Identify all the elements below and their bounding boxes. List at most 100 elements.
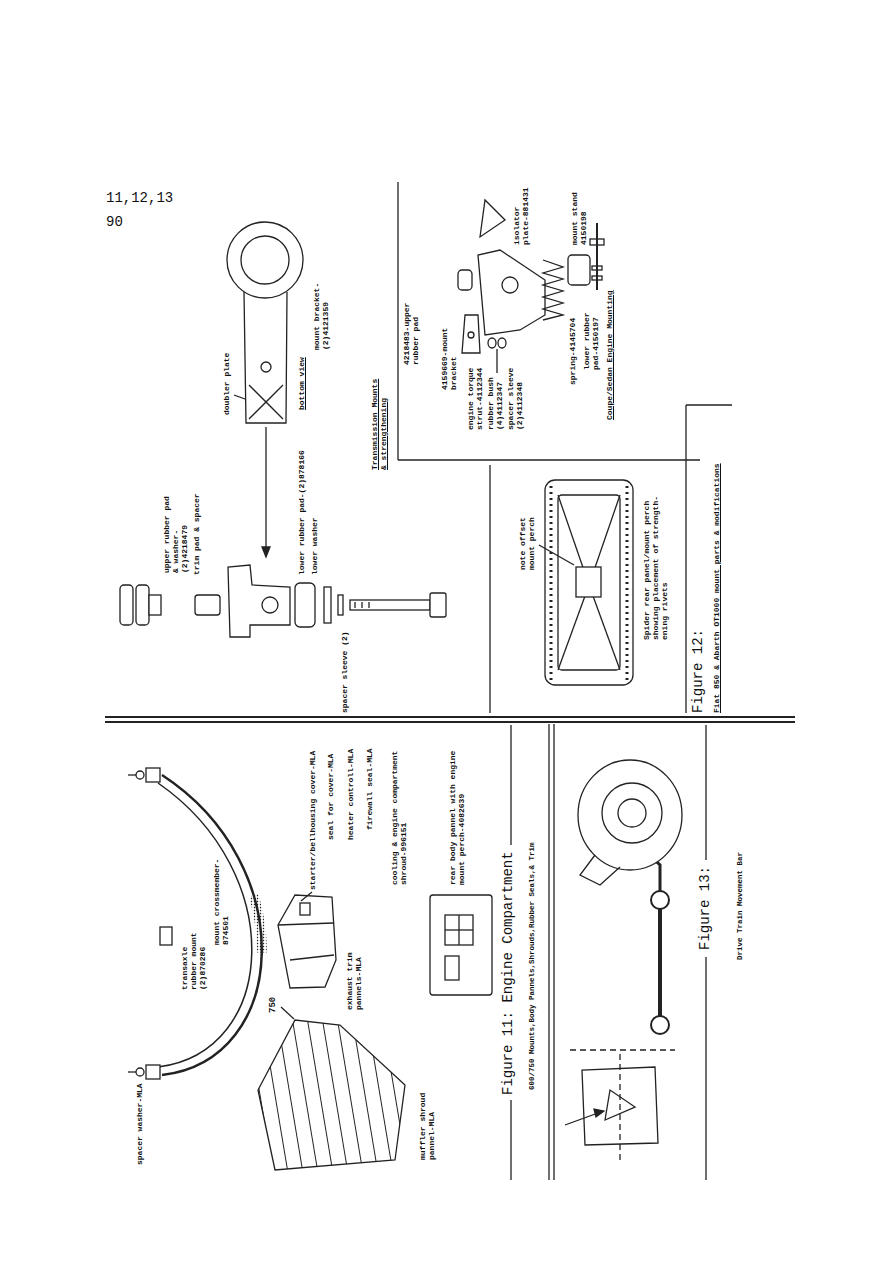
line-art (651, 891, 669, 909)
line-art (502, 277, 518, 293)
line-art (568, 255, 590, 285)
part-label: lower rubber pad-4150197 (582, 300, 600, 370)
line-art (146, 768, 160, 782)
line-art (558, 585, 589, 670)
line-art (686, 404, 732, 405)
line-art (290, 955, 334, 960)
line-art (260, 1005, 290, 1185)
part-label: rear body pannel with engine mount perch… (448, 745, 466, 885)
line-art (651, 1016, 669, 1034)
section-title: Coupe/Sedan Engine Mounting (605, 290, 614, 420)
line-art (262, 597, 278, 613)
line-art (245, 1005, 425, 1185)
line-art (354, 602, 355, 608)
line-art (553, 724, 554, 1180)
line-art (195, 595, 220, 615)
part-label: starter/bellhousing cover-MLA (308, 751, 317, 890)
line-art (301, 892, 312, 901)
line-art (398, 459, 700, 460)
line-art (290, 1005, 320, 1185)
line-art (136, 1068, 144, 1076)
line-art (241, 236, 289, 284)
figure-caption: Drive Train Movement Bar (736, 852, 745, 960)
line-art (105, 716, 795, 718)
line-art (705, 725, 706, 860)
line-art (136, 771, 144, 779)
line-art (550, 485, 553, 680)
line-art (261, 362, 271, 372)
section-title: Transmission Mounts & strengthening (370, 370, 388, 470)
line-art (361, 602, 362, 608)
line-art (510, 1100, 511, 1180)
line-art (462, 315, 480, 353)
line-art (278, 923, 333, 925)
part-label: 4218483-upper rubber pad (402, 285, 420, 365)
line-art (258, 1020, 405, 1170)
line-art (158, 783, 252, 1067)
part-label: transaxle rubber mount (2)870286 (180, 930, 207, 990)
line-art (468, 332, 474, 338)
part-label: heater controll-MLA (346, 749, 355, 840)
part-label: mount stand 4150198 (570, 190, 588, 245)
line-art (488, 338, 496, 348)
line-art (160, 927, 172, 945)
note-label: note offset mount perch (518, 510, 536, 570)
line-art (685, 405, 686, 713)
line-art (430, 895, 492, 995)
line-art (234, 395, 245, 399)
line-art (602, 783, 662, 843)
line-art (162, 775, 262, 1075)
line-art (228, 565, 290, 637)
part-label: seal for cover-MLA (326, 754, 335, 840)
line-art (295, 583, 315, 627)
line-art (120, 585, 133, 625)
line-art (350, 1005, 380, 1185)
line-art (489, 465, 490, 713)
figure-ref: 11,12,13 (106, 190, 173, 206)
view-label: bottom view (297, 357, 306, 410)
part-label: isolator plate-881431 (512, 185, 530, 245)
line-art (244, 292, 287, 423)
line-art (510, 725, 511, 845)
callout-number: 750 (268, 997, 278, 1013)
line-art (380, 1005, 410, 1185)
line-art (397, 182, 398, 460)
line-art (278, 895, 336, 988)
line-art (543, 260, 563, 320)
line-art (619, 1050, 620, 1160)
line-art (430, 593, 446, 617)
figure-title: Figure 11: Engine Compartment (500, 851, 516, 1095)
line-art (136, 585, 149, 625)
line-art (275, 1005, 305, 1185)
part-label: mount crossmember-874501 (212, 855, 230, 945)
line-art (445, 929, 473, 930)
line-art (305, 1005, 335, 1185)
line-art (445, 956, 459, 980)
line-art (618, 799, 646, 827)
line-art (545, 480, 633, 685)
line-art (578, 760, 682, 870)
part-label: exhaust trim pannels-MLA (345, 950, 363, 1010)
line-art (105, 721, 795, 723)
line-art (580, 855, 620, 885)
line-art (594, 1109, 604, 1117)
line-art (350, 600, 430, 610)
figure-title: Figure 13: (697, 866, 713, 950)
line-art (227, 222, 303, 298)
line-art (368, 602, 369, 608)
line-art (445, 915, 473, 945)
line-art (576, 567, 601, 597)
line-art (249, 385, 283, 419)
line-art (105, 182, 795, 1185)
rotated-sheet: mount bracket-(2)4121359bottom viewdoubl… (100, 180, 800, 1185)
line-art (589, 585, 620, 670)
line-art (496, 349, 497, 373)
line-art (128, 1071, 136, 1072)
line-art (262, 547, 270, 557)
part-label: lower rubber pad-(2)878166 (297, 450, 306, 575)
line-art (658, 900, 662, 1025)
part-label: spacer sleeve (2)4112348 (506, 360, 524, 430)
note-label: Spider rear panel/mount perch showing pl… (642, 490, 669, 640)
part-label: muffler shroud pannel-MLA (418, 1090, 436, 1160)
part-label: upper rubber pad & washer-(2)4218479 (162, 488, 189, 573)
